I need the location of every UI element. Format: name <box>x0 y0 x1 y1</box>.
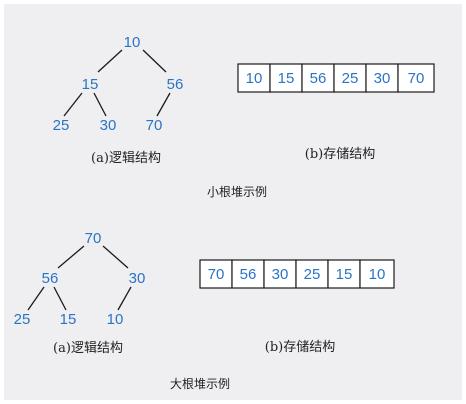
max-array-cell <box>359 259 395 289</box>
max-tree-node: 25 <box>14 311 31 328</box>
max-array-value: 70 <box>208 266 225 283</box>
min-edge-root-right <box>142 49 167 73</box>
min-array-value: 56 <box>310 70 327 87</box>
min-array-cell <box>333 63 367 93</box>
max-logical-caption: (a)逻辑结构 <box>53 341 123 356</box>
max-tree-node: 30 <box>129 270 146 287</box>
min-edge-15-25 <box>63 92 83 117</box>
min-storage-caption: (b)存储结构 <box>305 147 375 162</box>
max-array-cell <box>295 259 329 289</box>
min-array-cell <box>301 63 335 93</box>
max-tree-node: 15 <box>60 311 77 328</box>
min-heap-tree: 10 15 56 25 30 70 <box>53 34 184 134</box>
max-edge-30-10 <box>117 286 132 311</box>
max-heap-tree: 70 56 30 25 15 10 <box>14 230 146 328</box>
max-edge-56-25 <box>27 286 45 311</box>
min-heap-title: 小根堆示例 <box>207 185 267 199</box>
min-tree-node: 10 <box>124 34 141 51</box>
max-heap-title: 大根堆示例 <box>170 377 230 391</box>
max-edge-root-left <box>57 245 85 269</box>
max-array-value: 56 <box>240 266 257 283</box>
min-tree-node: 25 <box>53 117 70 134</box>
max-storage-caption: (b)存储结构 <box>265 340 335 355</box>
min-array-value: 25 <box>342 70 359 87</box>
min-tree-node: 56 <box>167 76 184 93</box>
min-array-value: 30 <box>374 70 391 87</box>
min-edge-56-70 <box>156 92 171 117</box>
min-array-cell <box>397 63 435 93</box>
max-array-cell <box>231 259 265 289</box>
max-tree-node: 70 <box>85 230 102 247</box>
max-array-value: 10 <box>369 266 386 283</box>
min-tree-node: 30 <box>100 117 117 134</box>
max-array-cell <box>327 259 361 289</box>
max-tree-node: 56 <box>42 270 59 287</box>
min-array-value: 15 <box>278 70 295 87</box>
max-tree-node: 10 <box>107 311 124 328</box>
min-heap-array: 10 15 56 25 30 70 <box>237 63 435 93</box>
min-logical-caption: (a)逻辑结构 <box>91 151 161 166</box>
max-heap-array: 70 56 30 25 15 10 <box>199 259 395 289</box>
min-array-cell <box>269 63 303 93</box>
min-tree-node: 15 <box>82 76 99 93</box>
min-array-cell <box>237 63 271 93</box>
max-edge-56-15 <box>53 286 67 311</box>
min-array-cell <box>365 63 399 93</box>
max-array-value: 25 <box>304 266 321 283</box>
min-edge-15-30 <box>93 92 107 117</box>
min-tree-node: 70 <box>146 117 163 134</box>
min-edge-root-left <box>97 49 123 73</box>
max-array-value: 15 <box>336 266 353 283</box>
min-array-value: 10 <box>246 70 263 87</box>
max-array-value: 30 <box>272 266 289 283</box>
min-array-value: 70 <box>408 70 425 87</box>
max-edge-root-right <box>102 245 129 269</box>
